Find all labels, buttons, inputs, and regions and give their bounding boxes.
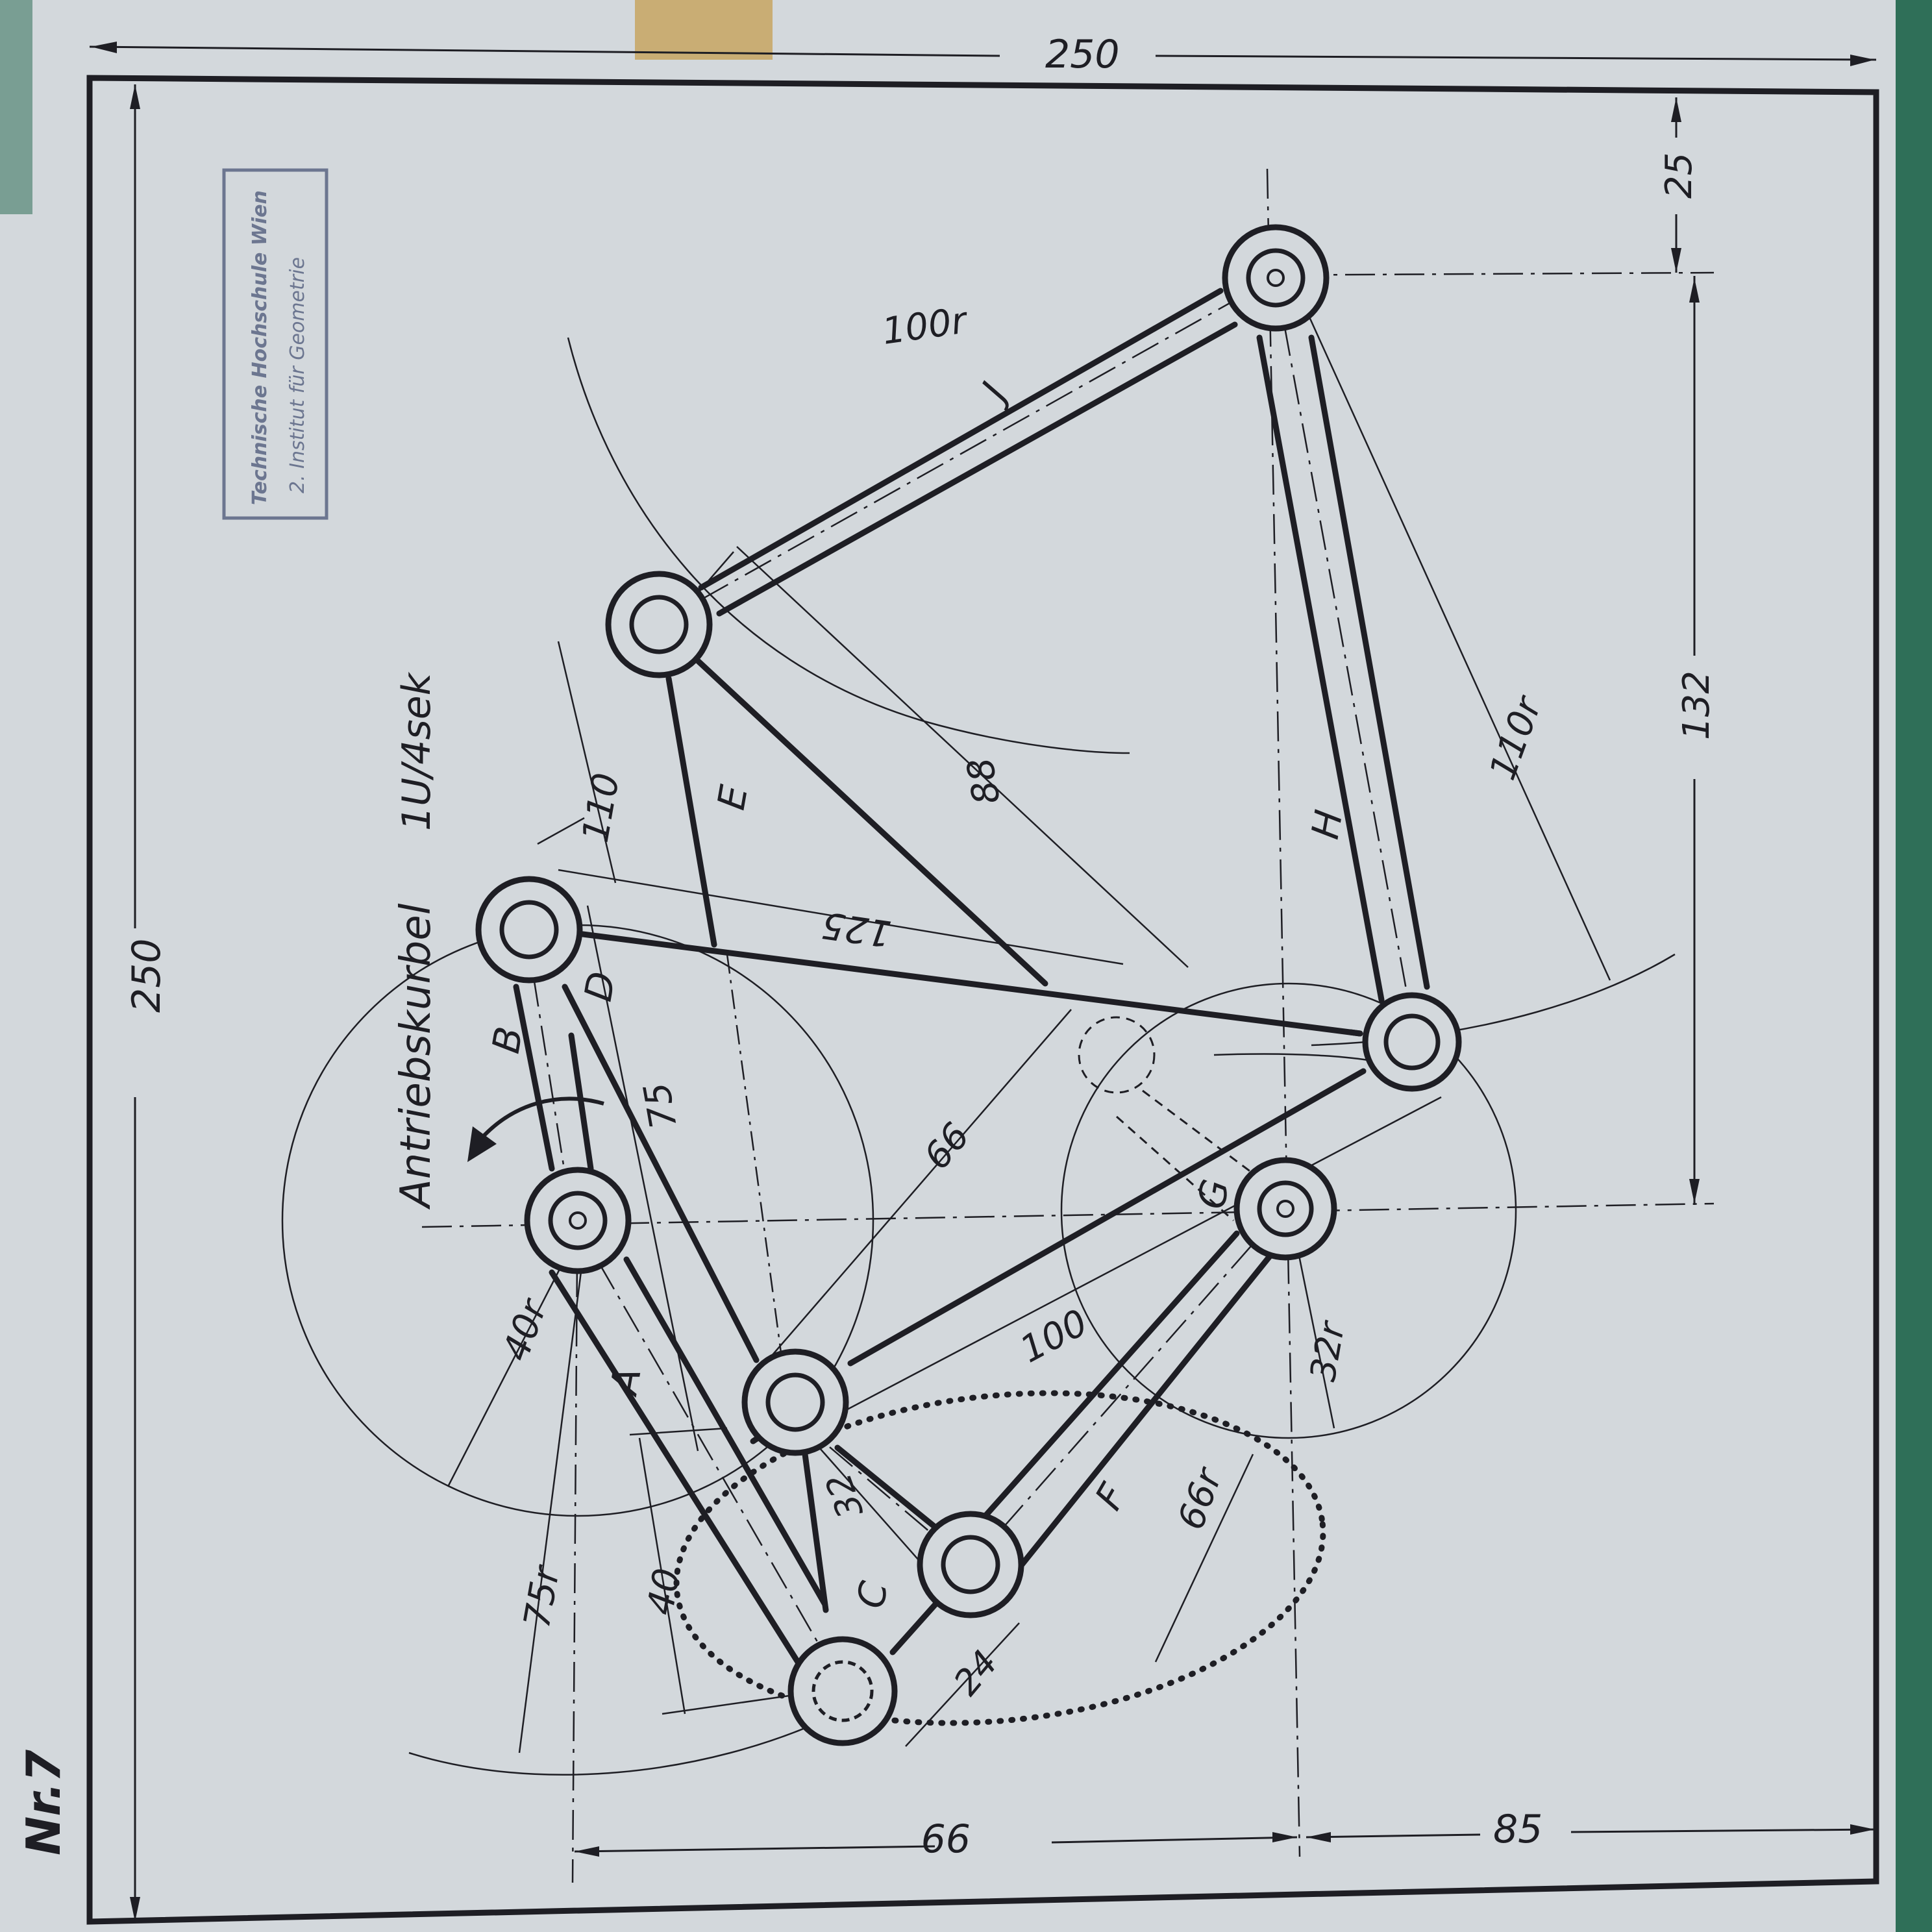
centerline-link-J [658, 278, 1273, 625]
frame-border [86, 75, 1879, 1925]
centerline-link-H [1274, 277, 1417, 1039]
pivot-bottom [787, 1636, 898, 1746]
arc-125 [537, 817, 585, 845]
line-100 [811, 1096, 1442, 1430]
centerline-link-F [970, 1210, 1283, 1565]
line-125 [558, 869, 1124, 965]
centerline-link-C [791, 1415, 961, 1559]
line-66r [1154, 1454, 1254, 1663]
link-E-edge1 [665, 675, 717, 948]
dim-85: 85 [1493, 1807, 1542, 1852]
line-24 [905, 1622, 1020, 1747]
link-D-left [562, 984, 760, 1363]
link-H-edge1 [1256, 334, 1385, 1003]
drive-speed: 1U/4sek [394, 671, 440, 831]
link-A-edge2 [623, 1256, 828, 1607]
drive-label: Antriebskurbel [392, 903, 440, 1210]
stamp: Technische Hochschule Wien 2. Institut f… [222, 168, 328, 520]
line-40-a [629, 1427, 728, 1436]
line-40r [447, 1246, 573, 1487]
pivot-crank-center [524, 1167, 632, 1274]
dim-75: 75 [636, 1079, 685, 1132]
pivots [475, 224, 1462, 1746]
link-B-edge1 [513, 984, 555, 1172]
stamp-line-2: 2. Institut für Geometrie [286, 257, 309, 493]
link-H-edge2 [1308, 334, 1430, 990]
frame [86, 75, 1879, 1925]
link-E-edge2 [695, 658, 1048, 987]
link-A-edge1 [549, 1269, 803, 1668]
alternate-position [1078, 1016, 1273, 1222]
centerline-vertical-left [571, 1168, 579, 1883]
line-110r [1294, 285, 1611, 981]
link-D-top [575, 930, 1363, 1037]
green-edge [1896, 0, 1932, 1932]
link-F-edge1 [971, 1230, 1240, 1532]
pivot-g [1233, 1157, 1337, 1261]
line-110-left [557, 641, 617, 884]
link-J-edge2 [716, 321, 1238, 617]
line-75 [586, 905, 699, 1452]
dim-40: 40 [639, 1565, 689, 1618]
pivot-upper-left [605, 571, 713, 678]
tape-strip [635, 0, 773, 60]
centerline-link-A [573, 1220, 845, 1689]
g-circle [1060, 982, 1517, 1439]
link-C-edge1 [802, 1451, 829, 1613]
link-B-edge2 [568, 1032, 594, 1172]
line-e-dashed [726, 954, 788, 1396]
link-C-edge2 [834, 1444, 945, 1535]
centerline-horizontal-lower [421, 1202, 1715, 1228]
dim-132: 132 [1676, 671, 1718, 740]
link-F-edge2 [1003, 1250, 1276, 1587]
dimension-arrowheads [91, 42, 1875, 1922]
dim-250-top: 250 [1045, 32, 1120, 77]
line-40-dim [638, 1437, 686, 1715]
pivot-middle [741, 1348, 849, 1456]
pivot-right [1362, 992, 1462, 1092]
green-edge-left [0, 0, 32, 214]
sheet-number: Nr.7 [16, 1750, 71, 1855]
pivot-top-right [1222, 224, 1330, 332]
dim-125: 125 [819, 903, 894, 954]
pivot-c-f [917, 1511, 1024, 1618]
line-32 [804, 1431, 929, 1572]
rotation-arrow-icon [467, 1096, 604, 1162]
outer-dimensions [89, 45, 1877, 1922]
dim-99: 99 [921, 1814, 971, 1860]
pivot-crank-top [475, 876, 583, 984]
links [513, 288, 1430, 1668]
arc-100r [567, 337, 1130, 754]
line-66 [759, 1009, 1072, 1370]
line-75-ext [518, 1246, 586, 1753]
link-J-edge1 [698, 288, 1224, 591]
dim-25: 25 [1658, 153, 1700, 199]
dim-250-left: 250 [124, 938, 169, 1013]
dim-88: 88 [959, 754, 1008, 807]
arc-75r [408, 1713, 838, 1776]
line-88 [736, 546, 1189, 968]
centerlines [421, 168, 1715, 1883]
coupler-curve [673, 1390, 1326, 1726]
link-G-edge2 [1347, 1029, 1363, 1037]
link-F-bottom [889, 1600, 939, 1655]
link-G-edge1 [847, 1068, 1367, 1367]
centerline-vertical-right [1266, 168, 1301, 1857]
stamp-line-1: Technische Hochschule Wien [249, 190, 271, 505]
